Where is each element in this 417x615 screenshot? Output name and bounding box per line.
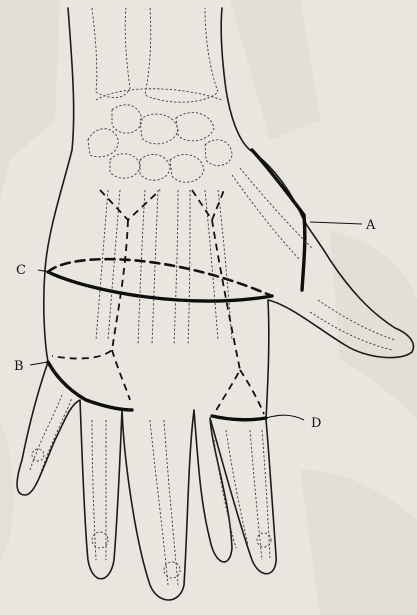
incision-c-back xyxy=(48,259,272,296)
label-c: C xyxy=(16,263,26,278)
label-d: D xyxy=(311,416,321,431)
incision-d xyxy=(212,416,266,420)
forearm-bones xyxy=(92,8,218,102)
metacarpal-bones xyxy=(96,168,312,345)
incision-b xyxy=(48,362,132,410)
leader-lines xyxy=(30,222,362,420)
carpal-bones xyxy=(88,89,232,183)
label-b: B xyxy=(14,359,24,374)
incision-c-front xyxy=(48,272,272,301)
label-a: A xyxy=(365,218,376,233)
incision-a xyxy=(252,150,305,290)
